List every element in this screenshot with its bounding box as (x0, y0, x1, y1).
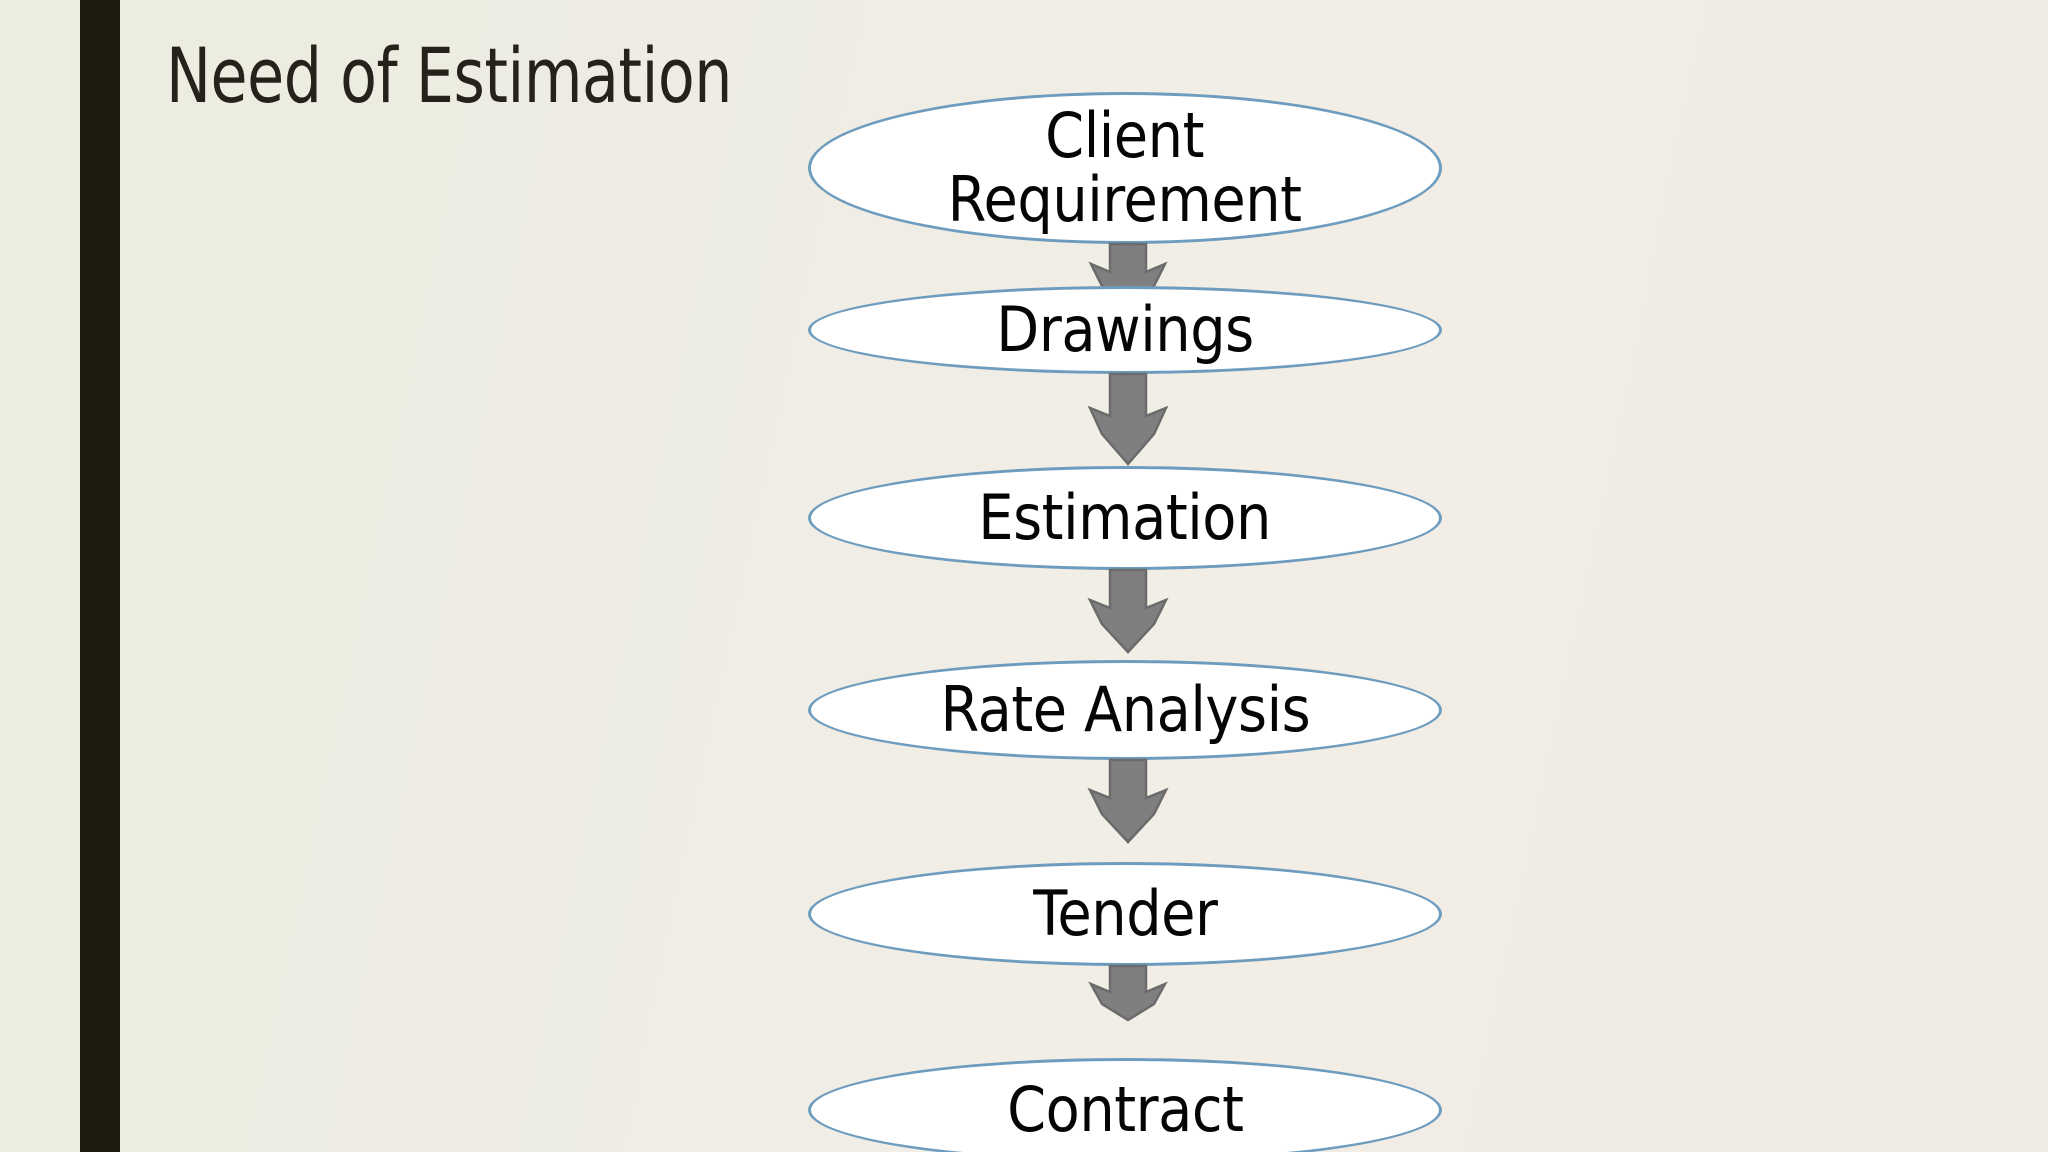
down-arrow-icon (1076, 372, 1180, 466)
flow-node-label-line1: Client (1045, 98, 1205, 172)
flow-node-label: Drawings (996, 293, 1254, 367)
flow-node-label: Contract (1006, 1073, 1244, 1147)
left-accent-bar (80, 0, 120, 1152)
flow-node-label: Estimation (978, 481, 1272, 555)
flow-node-label: Rate Analysis (940, 673, 1310, 747)
flow-node-rate-analysis[interactable]: Rate Analysis (808, 660, 1442, 760)
flow-node-label-line2: Requirement (948, 163, 1302, 236)
page-title: Need of Estimation (166, 31, 732, 120)
flow-node-contract[interactable]: Contract (808, 1058, 1442, 1152)
flow-node-drawings[interactable]: Drawings (808, 286, 1442, 374)
estimation-flowchart: Client Requirement Drawings Estimation (808, 92, 1448, 1152)
flow-node-label: Tender (1032, 877, 1218, 951)
down-arrow-icon (1076, 568, 1180, 654)
down-arrow-icon (1077, 964, 1179, 1022)
flow-node-client-requirement[interactable]: Client Requirement (808, 92, 1442, 244)
down-arrow-icon (1076, 758, 1180, 844)
flow-node-label: Client Requirement (912, 98, 1338, 236)
flow-node-tender[interactable]: Tender (808, 862, 1442, 966)
flow-node-estimation[interactable]: Estimation (808, 466, 1442, 570)
